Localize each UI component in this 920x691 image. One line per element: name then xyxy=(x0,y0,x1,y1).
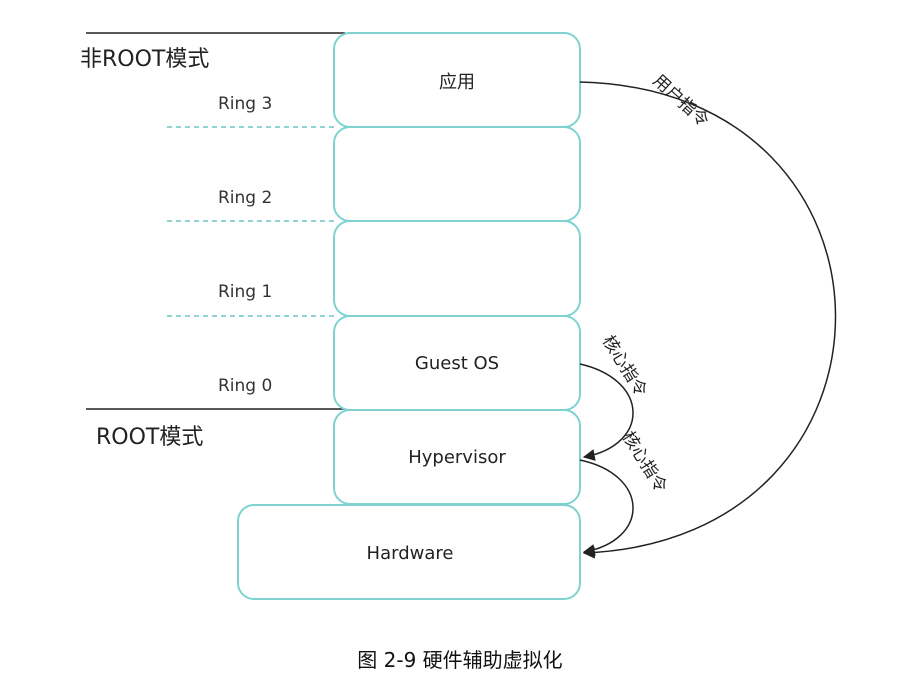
kernel-instruction-arrow-1 xyxy=(579,363,634,461)
hypervisor-label: Hypervisor xyxy=(408,447,506,468)
ring1-label: Ring 1 xyxy=(218,282,272,302)
ring1-layer-box xyxy=(333,220,581,317)
non-root-mode-label: 非ROOT模式 xyxy=(80,47,209,72)
root-mode-label: ROOT模式 xyxy=(96,425,203,450)
guest-os-label: Guest OS xyxy=(415,353,499,374)
virtualization-diagram: 非ROOT模式 ROOT模式 Ring 3 Ring 2 Ring 1 Ring… xyxy=(80,32,837,600)
user-instruction-arrow xyxy=(579,81,837,559)
kernel-instruction-arrow-2 xyxy=(579,459,634,556)
app-label: 应用 xyxy=(439,72,475,93)
hardware-box xyxy=(237,504,581,600)
ring0-label: Ring 0 xyxy=(218,376,272,396)
figure-caption: 图 2-9 硬件辅助虚拟化 xyxy=(357,648,563,672)
user-instruction-label: 用户指令 xyxy=(649,71,713,131)
ring2-label: Ring 2 xyxy=(218,188,272,208)
hardware-label: Hardware xyxy=(367,543,454,564)
ring3-label: Ring 3 xyxy=(218,94,272,114)
ring2-layer-box xyxy=(333,126,581,222)
